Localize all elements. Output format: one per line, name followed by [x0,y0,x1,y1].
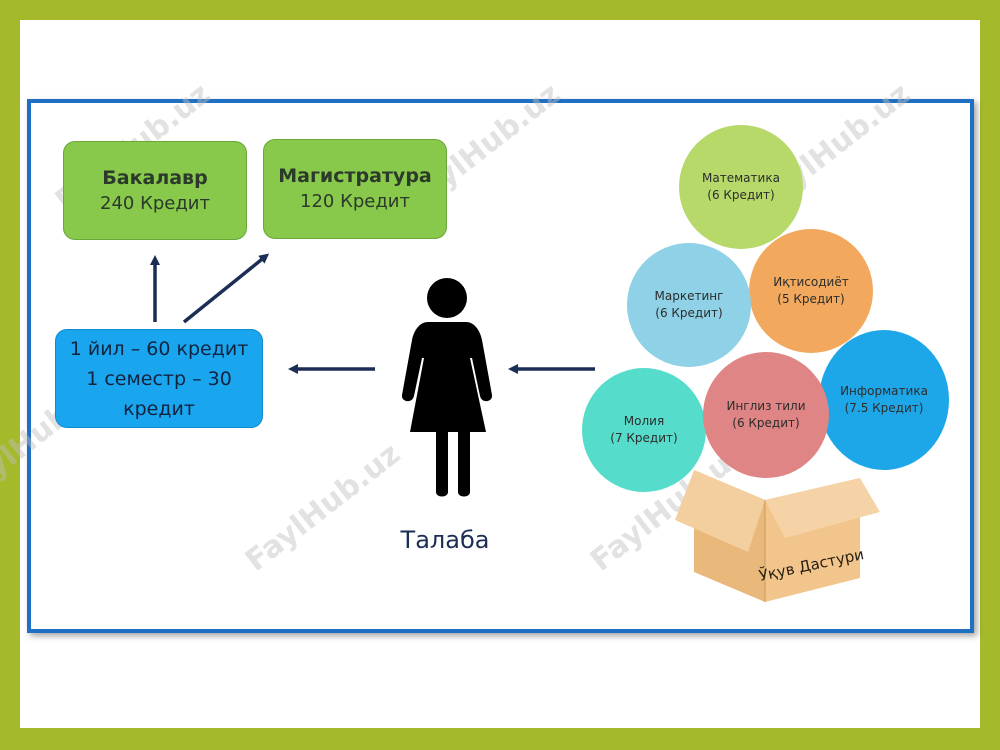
master-title: Магистратура [278,165,432,187]
subject-name: Математика [702,171,780,185]
student-label: Талаба [400,526,490,554]
subject-circle: Маркетинг (6 Кредит) [627,243,751,367]
subject-circle: Молия (7 Кредит) [582,368,706,492]
subject-credits: (7.5 Кредит) [844,401,924,415]
subject-credits: (6 Кредит) [732,416,800,430]
subject-name: Маркетинг [654,289,724,303]
subject-circle: Информатика (7.5 Кредит) [819,330,949,470]
master-box: Магистратура 120 Кредит [263,139,447,239]
subject-circle: Математика (6 Кредит) [679,125,803,249]
credit-info-box: 1 йил – 60 кредит 1 семестр – 30 кредит [55,329,263,428]
bachelor-box: Бакалавр 240 Кредит [63,141,247,240]
subject-circle: Инглиз тили (6 Кредит) [703,352,829,478]
subject-credits: (6 Кредит) [655,306,723,320]
subject-name: Иқтисодиёт [773,275,849,289]
bachelor-title: Бакалавр [102,166,208,189]
subject-credits: (7 Кредит) [610,431,678,445]
master-credits: 120 Кредит [300,191,410,212]
credit-info-line1: 1 йил – 60 кредит [69,337,249,360]
subject-circle: Иқтисодиёт (5 Кредит) [749,229,873,353]
subject-name: Инглиз тили [726,399,806,413]
arrow-diagonal [182,253,270,324]
bachelor-credits: 240 Кредит [100,192,210,214]
subject-name: Информатика [840,384,928,398]
subject-credits: (5 Кредит) [777,292,845,306]
credit-info-line2: 1 семестр – 30 кредит [86,367,232,420]
subject-name: Молия [623,414,665,428]
subject-credits: (6 Кредит) [707,188,775,202]
